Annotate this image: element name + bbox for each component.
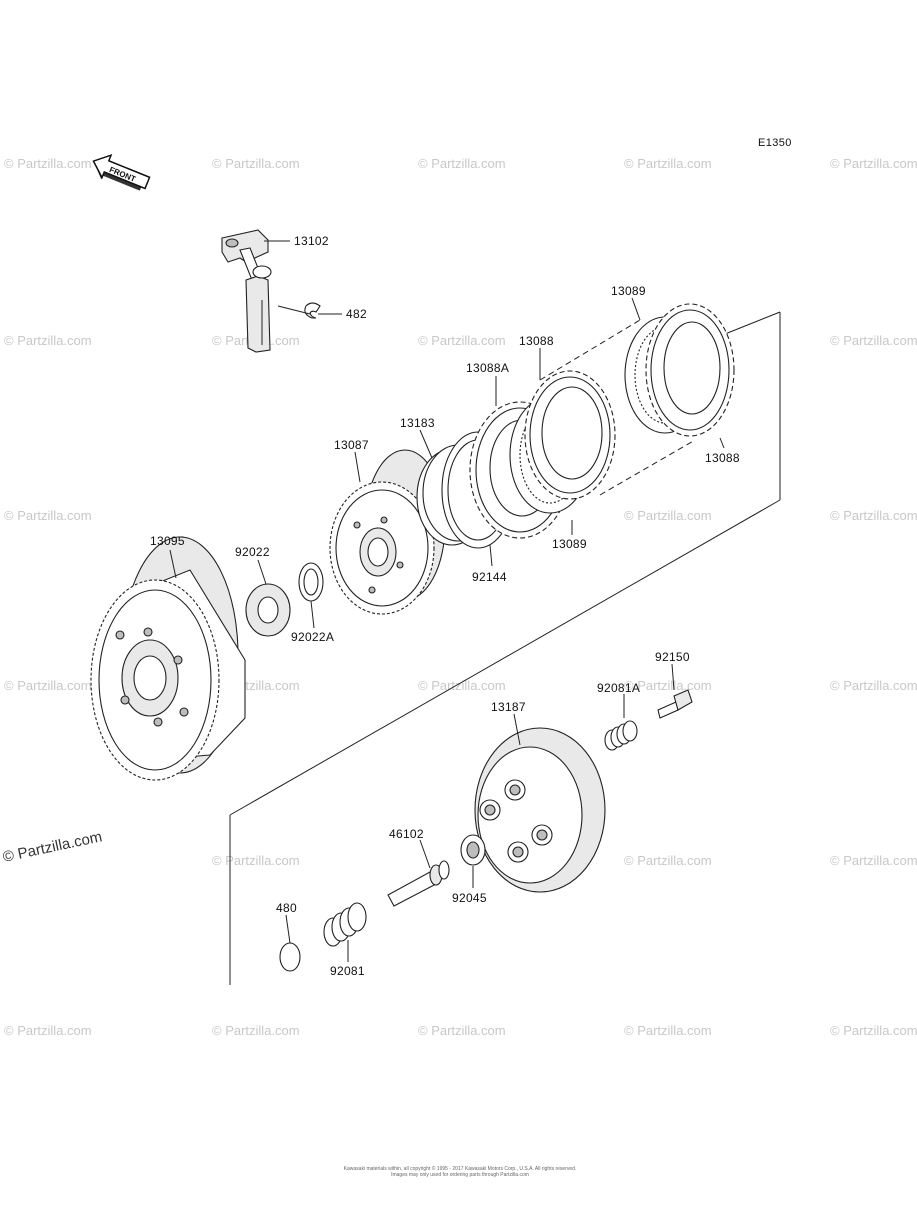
svg-text:© Partzilla.com: © Partzilla.com [830,853,917,868]
part-92150-bolt [657,689,693,719]
svg-text:© Partzilla.com: © Partzilla.com [212,156,300,171]
callout-13102: 13102 [294,234,329,248]
svg-text:© Partzilla.com: © Partzilla.com [4,678,92,693]
svg-text:© Partzilla.com: © Partzilla.com [830,1023,917,1038]
callout-92022A: 92022A [291,630,334,644]
leader-lines [169,240,725,962]
copyright-line-2: Images may only used for ordering parts … [391,1172,529,1178]
svg-text:© Partzilla.com: © Partzilla.com [4,156,92,171]
svg-text:© Partzilla.com: © Partzilla.com [4,1023,92,1038]
part-482-circlip [304,302,321,319]
part-92081-spring [323,902,367,947]
part-92081A-spring [604,720,638,751]
svg-text:© Partzilla.com: © Partzilla.com [418,333,506,348]
callout-13183: 13183 [400,416,435,430]
svg-text:© Partzilla.com: © Partzilla.com [4,333,92,348]
callout-13088-top: 13088 [519,334,554,348]
callout-13088-right: 13088 [705,451,740,465]
copyright-line-1: Kawasaki materials within, all copyright… [343,1166,577,1172]
callout-92081: 92081 [330,964,365,978]
watermark-large: © Partzilla.com [1,828,103,866]
callout-480: 480 [276,901,297,915]
callout-13095: 13095 [150,534,185,548]
assembly-frame [229,311,781,985]
part-13087-clutch-hub [329,449,446,615]
part-92022-washer [245,583,291,637]
part-92022A-washer [298,562,324,602]
callout-13087: 13087 [334,438,369,452]
svg-text:© Partzilla.com: © Partzilla.com [830,508,917,523]
part-13102-release-lever [221,229,272,353]
callout-92081A: 92081A [597,681,640,695]
diagram-code: E1350 [758,137,792,149]
part-480-circlip [279,942,301,972]
callout-482: 482 [346,307,367,321]
part-13088-friction-plate [524,370,616,500]
svg-text:© Partzilla.com: © Partzilla.com [624,156,712,171]
callout-13089-top: 13089 [611,284,646,298]
front-arrow-icon: FRONT [92,154,151,191]
part-13187-pressure-plate [474,727,606,893]
svg-text:© Partzilla.com: © Partzilla.com [418,156,506,171]
callout-13089-bottom: 13089 [552,537,587,551]
svg-text:© Partzilla.com: © Partzilla.com [830,333,917,348]
callout-13088A: 13088A [466,361,509,375]
svg-text:© Partzilla.com: © Partzilla.com [4,508,92,523]
copyright-notice: Kawasaki materials within, all copyright… [330,1166,590,1178]
part-13088-friction-plate-outer [645,303,735,437]
callout-92150: 92150 [655,650,690,664]
callout-13187: 13187 [491,700,526,714]
svg-text:© Partzilla.com: © Partzilla.com [212,1023,300,1038]
callout-46102: 46102 [389,827,424,841]
part-13095-clutch-housing [90,536,246,781]
svg-text:© Partzilla.com: © Partzilla.com [830,678,917,693]
part-92045-bearing [460,834,486,866]
svg-text:© Partzilla.com: © Partzilla.com [418,678,506,693]
callout-92144: 92144 [472,570,507,584]
callout-92045: 92045 [452,891,487,905]
svg-text:© Partzilla.com: © Partzilla.com [212,853,300,868]
callout-labels: 13102 482 13089 13088 13088A 13183 13087… [150,234,740,978]
part-46102-push-rod [387,860,450,907]
svg-text:© Partzilla.com: © Partzilla.com [624,508,712,523]
svg-text:© Partzilla.com: © Partzilla.com [418,1023,506,1038]
svg-text:© Partzilla.com: © Partzilla.com [624,853,712,868]
svg-text:© Partzilla.com: © Partzilla.com [830,156,917,171]
callout-92022: 92022 [235,545,270,559]
svg-text:© Partzilla.com: © Partzilla.com [624,678,712,693]
svg-text:© Partzilla.com: © Partzilla.com [624,1023,712,1038]
